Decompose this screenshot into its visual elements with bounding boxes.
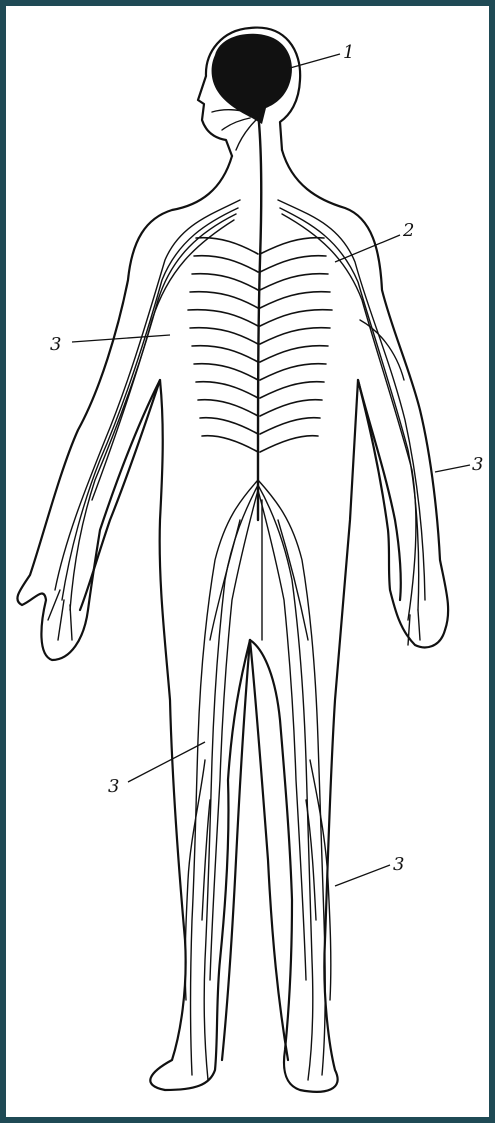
intercostal-nerve-right <box>260 292 330 308</box>
diagram-frame: 1 2 3 3 3 3 <box>6 6 489 1117</box>
intercostal-nerve-left <box>198 400 258 416</box>
intercostal-nerve-left <box>202 436 258 452</box>
left-body-outline <box>17 156 250 1090</box>
intercostal-nerve-left <box>196 382 258 398</box>
pointer-lines <box>72 54 470 886</box>
intercostal-nerve-right <box>260 346 328 362</box>
label-nerve-left-leg: 3 <box>108 776 119 797</box>
label-spinal-cord: 2 <box>402 220 414 241</box>
intercostal-nerve-left <box>190 292 258 308</box>
right-arm-nerves <box>278 200 425 645</box>
intercostal-nerve-right <box>260 328 330 344</box>
intercostal-nerve-left <box>200 418 258 434</box>
intercostal-nerve-right <box>260 274 328 290</box>
label-nerve-right-arm: 3 <box>472 454 483 475</box>
intercostal-nerve-left <box>192 346 258 362</box>
label-brain: 1 <box>343 42 354 63</box>
right-inner-arm <box>358 380 401 600</box>
spinal-cord <box>258 112 261 520</box>
label-nerve-right-leg: 3 <box>393 854 404 875</box>
inner-leg-right <box>250 640 288 1060</box>
intercostal-nerve-right <box>260 436 318 452</box>
intercostal-nerve-right <box>260 382 324 398</box>
intercostal-nerve-right <box>260 310 332 326</box>
intercostal-nerve-left <box>194 364 258 380</box>
body-outline <box>17 28 448 1092</box>
intercostal-nerve-left <box>194 256 258 272</box>
nervous-system-diagram: 1 2 3 3 3 3 <box>6 6 489 1117</box>
leg-nerves <box>185 480 331 1080</box>
left-inner-arm <box>80 380 160 610</box>
intercostal-nerve-right <box>260 256 326 272</box>
intercostal-nerve-right <box>260 400 322 416</box>
intercostal-nerve-left <box>192 274 258 290</box>
intercostal-nerve-left <box>188 310 258 326</box>
intercostal-nerve-left <box>190 328 258 344</box>
intercostal-nerve-right <box>260 418 320 434</box>
left-arm-nerves <box>48 200 240 640</box>
intercostal-nerve-right <box>260 364 326 380</box>
label-nerve-left-arm: 3 <box>50 334 61 355</box>
intercostal-nerve-right <box>260 238 324 254</box>
